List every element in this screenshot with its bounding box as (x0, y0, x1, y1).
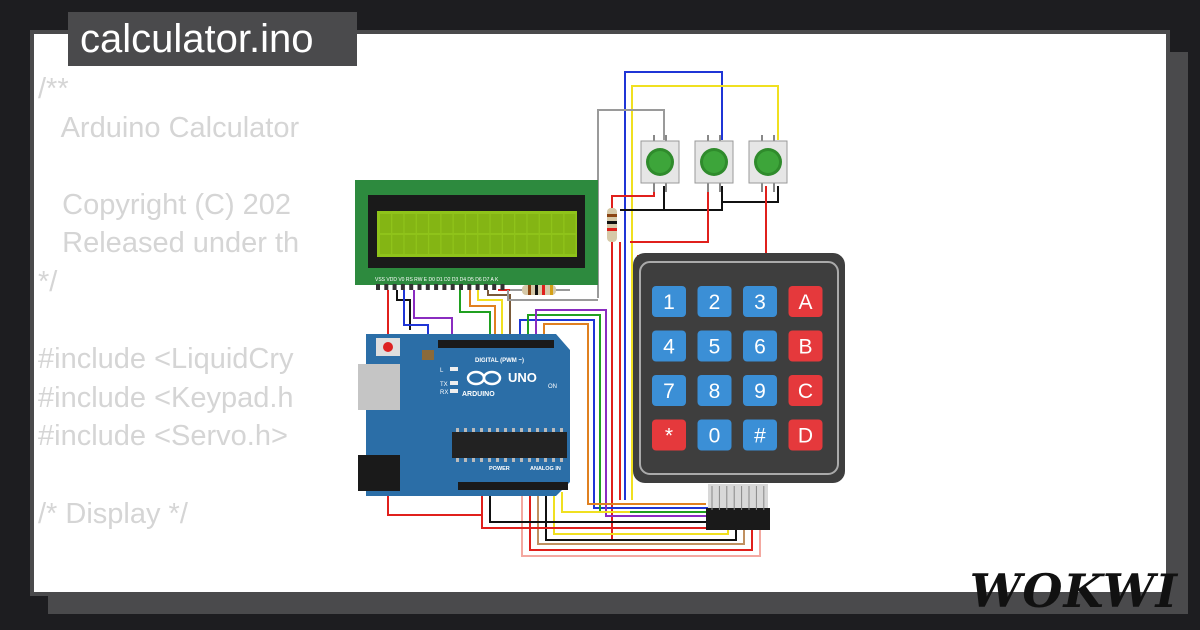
keypad-4x4[interactable]: 1 2 3 A 4 5 6 B 7 8 9 C * 0 # D (633, 253, 845, 530)
led-label: TX (440, 382, 448, 388)
digital-label: DIGITAL (PWM ~) (475, 358, 524, 364)
key-0[interactable]: 0 (697, 419, 732, 451)
key-B[interactable]: B (788, 330, 823, 362)
key-*[interactable]: * (652, 419, 686, 451)
svg-text:3: 3 (754, 291, 766, 314)
svg-text:D: D (798, 425, 813, 448)
lcd-pin-labels: VSS VDD V0 RS RW E D0 D1 D2 D3 D4 D5 D6 … (375, 277, 499, 283)
wire-red-b2 (630, 186, 709, 243)
key-3[interactable]: 3 (743, 286, 777, 317)
lcd-char-grid (380, 214, 576, 254)
svg-text:4: 4 (663, 336, 675, 359)
wire-black-gnd (664, 186, 779, 211)
power-jack (358, 455, 400, 491)
wire-lcd-d6 (477, 290, 503, 345)
svg-text:#: # (754, 425, 766, 448)
reset-button (383, 342, 393, 352)
svg-text:8: 8 (709, 380, 721, 403)
keypad-connector (706, 508, 770, 530)
wire-lcd-d5 (469, 290, 496, 345)
resistor-button[interactable] (607, 208, 617, 242)
key-7[interactable]: 7 (652, 375, 686, 406)
svg-text:7: 7 (663, 380, 675, 403)
push-button-3[interactable] (748, 135, 788, 192)
svg-text:6: 6 (754, 336, 766, 359)
lcd-display[interactable]: VSS VDD V0 RS RW E D0 D1 D2 D3 D4 D5 D6 … (355, 180, 598, 290)
svg-text:1: 1 (663, 291, 675, 314)
usb-port (358, 364, 400, 410)
brand-label: ARDUINO (462, 391, 495, 398)
key-D[interactable]: D (788, 419, 823, 451)
svg-text:9: 9 (754, 380, 766, 403)
power-label: POWER (489, 466, 510, 472)
key-6[interactable]: 6 (743, 330, 777, 362)
wires (387, 71, 779, 557)
key-9[interactable]: 9 (743, 375, 777, 406)
key-2[interactable]: 2 (697, 286, 732, 317)
push-buttons (640, 135, 788, 192)
led-label: L (440, 368, 444, 374)
wokwi-logo: WOKWI (969, 564, 1178, 618)
key-5[interactable]: 5 (697, 330, 732, 362)
arduino-uno[interactable]: DIGITAL (PWM ~) UNO ARDUINO ON POWER ANA… (358, 334, 570, 496)
key-4[interactable]: 4 (652, 330, 686, 362)
key-8[interactable]: 8 (697, 375, 732, 406)
key-C[interactable]: C (788, 375, 823, 406)
on-label: ON (548, 384, 557, 390)
lcd-pins (376, 284, 505, 290)
atmega-chip (452, 432, 567, 458)
wire-blue-button2 (624, 71, 723, 500)
svg-text:0: 0 (709, 425, 721, 448)
svg-text:C: C (798, 380, 813, 403)
led-label: RX (440, 390, 448, 396)
analog-header (458, 482, 568, 490)
code-preview: /** Arduino Calculator Copyright (C) 202… (38, 73, 300, 530)
key-#[interactable]: # (743, 419, 777, 451)
resistor-lcd[interactable] (510, 285, 570, 295)
model-label: UNO (508, 370, 537, 385)
key-1[interactable]: 1 (652, 286, 686, 317)
analog-label: ANALOG IN (530, 466, 561, 472)
digital-header (438, 340, 554, 348)
arduino-logo (466, 370, 502, 386)
svg-text:5: 5 (709, 336, 721, 359)
push-button-1[interactable] (640, 135, 680, 192)
svg-text:A: A (798, 291, 812, 314)
wire-lcd-d4 (459, 290, 491, 345)
svg-text:2: 2 (709, 291, 721, 314)
wire-yellow-button3 (631, 85, 779, 500)
keypad-ribbon (708, 484, 768, 510)
svg-text:B: B (798, 336, 812, 359)
file-title: calculator.ino (68, 12, 358, 66)
keypad-keys: 1 2 3 A 4 5 6 B 7 8 9 C * 0 # D (652, 286, 823, 451)
wire-black-b1 (620, 186, 665, 211)
push-button-2[interactable] (694, 135, 734, 192)
svg-text:*: * (665, 425, 673, 448)
wire-lcd-e (413, 290, 453, 345)
key-A[interactable]: A (788, 286, 823, 317)
wire-lcd-d7 (487, 290, 511, 345)
